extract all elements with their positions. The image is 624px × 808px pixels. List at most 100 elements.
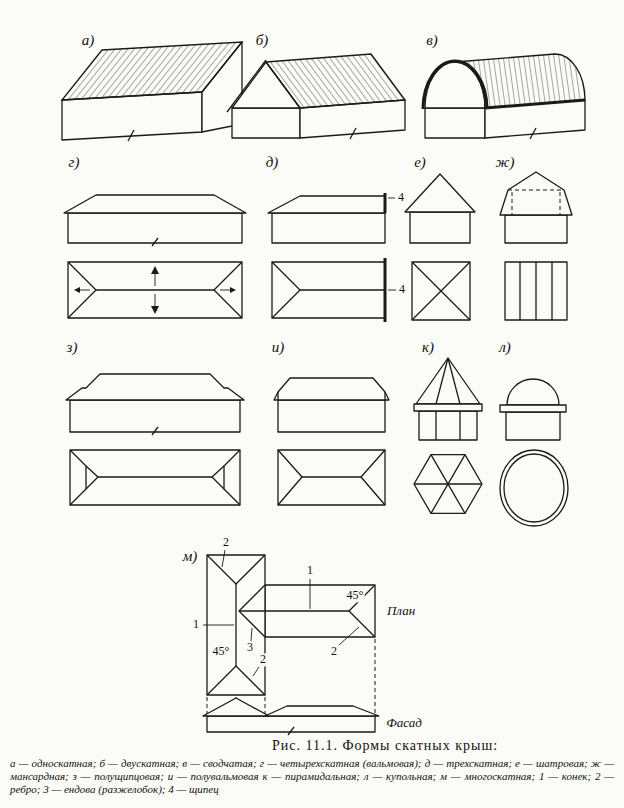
three-pitch-roof-part xyxy=(272,262,385,318)
single-pitch-roof xyxy=(62,42,242,141)
tent-roof-part xyxy=(405,174,475,212)
multi-pitch-roof xyxy=(203,550,379,735)
hip-roof-part xyxy=(230,287,236,293)
half-hip-roof-part xyxy=(278,400,385,432)
hip-roof-part xyxy=(68,213,242,243)
three-pitch-roof-part xyxy=(272,213,385,243)
hip-roof xyxy=(64,195,246,318)
three-pitch-roof xyxy=(268,193,396,322)
half-gable-roof-part xyxy=(70,450,240,505)
vaulted-roof-part xyxy=(485,100,585,108)
pyramidal-roof-part xyxy=(448,358,460,404)
callout-number: 2 xyxy=(222,536,230,549)
mansard-roof-part xyxy=(508,190,564,191)
vaulted-roof-part xyxy=(425,108,485,138)
vaulted-roof-part xyxy=(530,128,536,139)
three-pitch-roof-part xyxy=(384,193,387,213)
tent-roof xyxy=(405,174,475,320)
callout-number: 1 xyxy=(306,564,314,577)
half-hip-roof xyxy=(274,378,389,505)
pyramidal-roof-part xyxy=(414,404,482,411)
multi-pitch-roof-part xyxy=(222,550,225,567)
gable-roof-part xyxy=(266,54,405,108)
callout-number: 2 xyxy=(330,645,338,658)
tent-roof-part xyxy=(412,262,470,320)
mansard-roof-part xyxy=(512,192,513,215)
callout-number: 4 xyxy=(397,191,405,204)
tent-roof-part xyxy=(412,262,470,320)
three-pitch-roof-part xyxy=(384,258,387,322)
gable-roof-part xyxy=(227,60,266,112)
mansard-roof-part xyxy=(560,192,561,215)
mansard-roof-part xyxy=(505,262,567,320)
figure-letter: ж) xyxy=(495,154,516,171)
figure-caption: а — односкатная; б — двускатная; в — сво… xyxy=(10,757,614,796)
hip-roof-part xyxy=(68,262,242,318)
tent-roof-part xyxy=(410,212,470,243)
hip-roof-part xyxy=(68,262,96,318)
mansard-roof-part xyxy=(535,262,536,320)
half-gable-roof xyxy=(66,374,244,505)
half-hip-roof-part xyxy=(361,450,385,505)
dome-roof-part xyxy=(507,379,559,405)
figure-letter: м) xyxy=(182,548,199,565)
pyramidal-roof-part xyxy=(436,358,448,404)
mansard-roof-part xyxy=(519,262,520,320)
hip-roof-part xyxy=(74,287,80,293)
angle-label: 45° xyxy=(212,645,231,658)
pyramidal-roof-part xyxy=(431,455,465,514)
multi-pitch-roof-part xyxy=(310,579,311,609)
multi-pitch-roof-part xyxy=(235,584,236,666)
callout-number: 4 xyxy=(398,283,406,296)
dome-roof-part xyxy=(504,454,564,522)
figure-letter: и) xyxy=(271,339,286,356)
angle-label: 45° xyxy=(346,589,365,602)
callout-number: 2 xyxy=(259,653,267,666)
half-gable-roof-part xyxy=(86,466,98,489)
figure-letter: к) xyxy=(421,339,435,356)
half-gable-roof-part xyxy=(70,400,240,432)
figure-letter: з) xyxy=(66,339,79,356)
half-hip-roof-part xyxy=(277,392,278,400)
figure-letter: л) xyxy=(498,339,512,356)
single-pitch-roof-part xyxy=(128,130,134,141)
half-hip-roof-part xyxy=(278,450,302,505)
three-pitch-roof-part xyxy=(388,290,396,291)
vaulted-roof-part xyxy=(455,54,585,108)
multi-pitch-roof-part xyxy=(288,727,294,735)
half-gable-roof-part xyxy=(66,374,244,400)
multi-pitch-roof-part xyxy=(253,667,259,676)
multi-pitch-roof-part xyxy=(203,625,234,626)
three-pitch-roof-part xyxy=(388,198,395,199)
single-pitch-roof-part xyxy=(62,42,242,100)
half-gable-roof-part xyxy=(98,476,212,477)
half-hip-roof-part xyxy=(274,378,389,400)
view-label: Фасад xyxy=(385,716,422,730)
pyramidal-roof-part xyxy=(435,411,436,440)
half-hip-roof-part xyxy=(302,476,361,477)
half-gable-roof-part xyxy=(70,450,86,505)
multi-pitch-roof-part xyxy=(207,666,265,695)
three-pitch-roof-part xyxy=(268,196,385,213)
gable-roof xyxy=(227,54,405,139)
vaulted-roof-part xyxy=(423,61,487,109)
mansard-roof xyxy=(500,172,572,320)
multi-pitch-roof-part xyxy=(339,627,359,645)
multi-pitch-roof-part xyxy=(239,610,349,611)
pyramidal-roof-part xyxy=(416,358,480,404)
view-label: План xyxy=(386,604,416,618)
mansard-roof-part xyxy=(500,172,572,215)
figure-letter: в) xyxy=(425,32,439,49)
three-pitch-roof-part xyxy=(300,289,385,290)
three-pitch-roof-part xyxy=(272,262,300,318)
half-gable-roof-part xyxy=(212,466,224,489)
gable-roof-part xyxy=(350,128,356,139)
mansard-roof-part xyxy=(551,262,552,320)
half-gable-roof-part xyxy=(152,427,158,435)
vaulted-roof xyxy=(423,54,585,139)
figure-letter: д) xyxy=(265,154,280,171)
half-hip-roof-part xyxy=(278,450,385,505)
hip-roof-part xyxy=(214,262,242,318)
multi-pitch-roof-part xyxy=(207,555,265,584)
